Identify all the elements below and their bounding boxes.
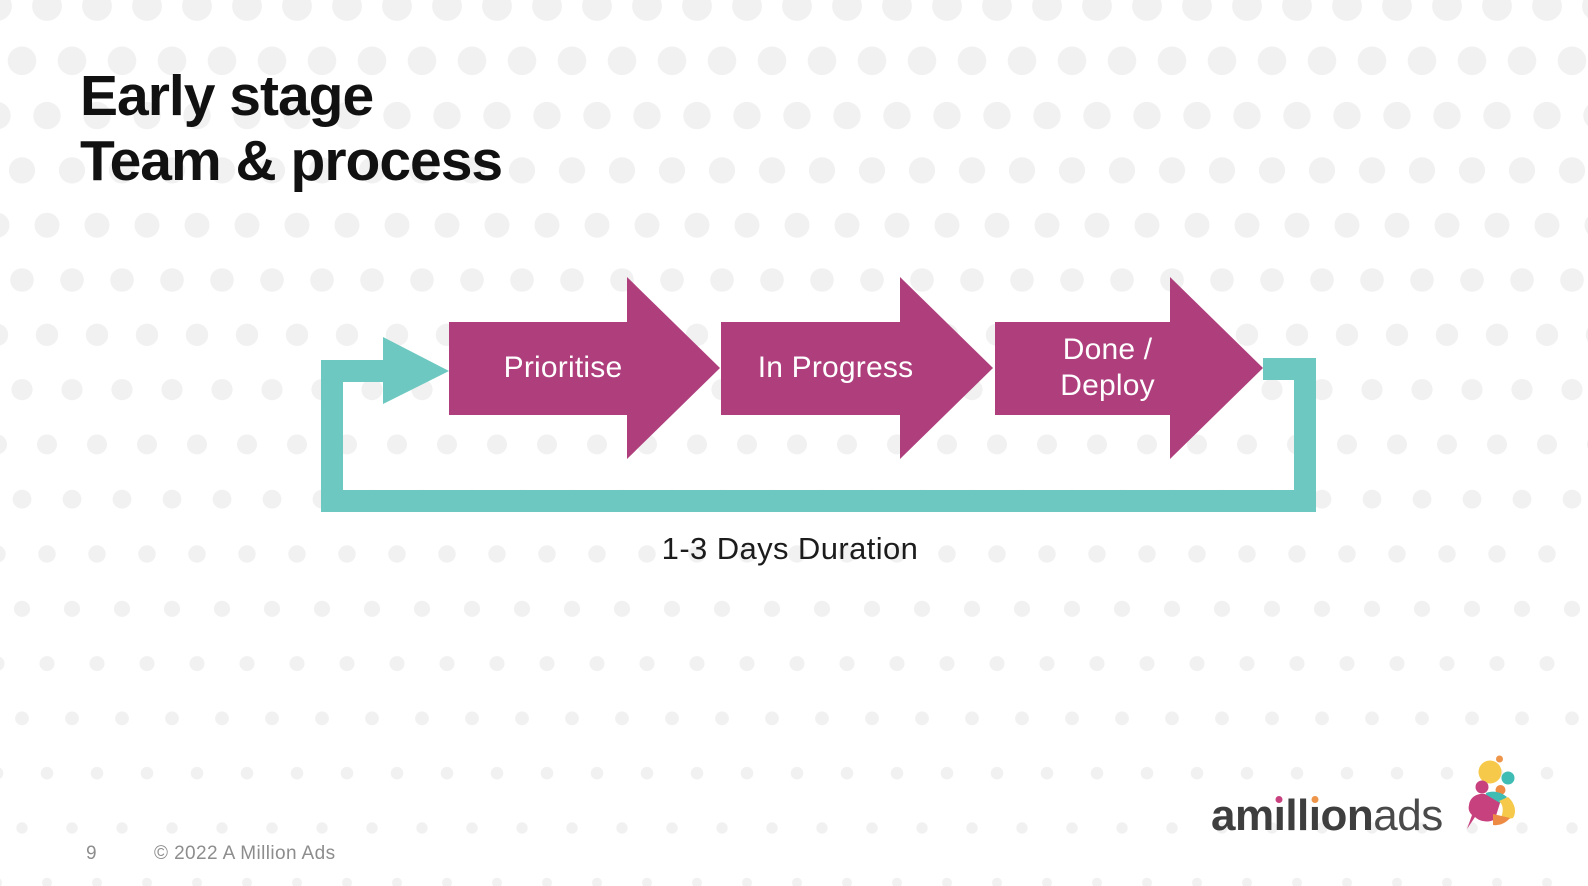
copyright-text: © 2022 A Million Ads — [154, 843, 336, 864]
loop-left-segment — [321, 360, 343, 512]
step-label-in-progress: In Progress — [757, 351, 914, 384]
logo-part-on: on — [1320, 791, 1374, 840]
logo-i2-dot-icon — [1311, 796, 1319, 803]
step-arrows — [449, 277, 1263, 459]
loop-stub-left — [321, 360, 385, 382]
step-label-done-deploy: Done / Deploy — [1060, 333, 1155, 402]
logo-part-ads: ads — [1373, 791, 1443, 840]
page-number: 9 — [86, 843, 97, 864]
logo-part-ll: ll — [1285, 791, 1309, 840]
step-arrow-3 — [995, 277, 1263, 459]
logo-i1: ı — [1273, 791, 1286, 840]
duration-label: 1-3 Days Duration — [661, 531, 919, 566]
step-arrow-1 — [449, 277, 720, 459]
step-label-prioritise: Prioritise — [503, 351, 623, 384]
logo-i1-dot-icon — [1275, 796, 1283, 803]
step-arrow-2 — [721, 277, 993, 459]
logo-i2: ı — [1308, 791, 1321, 840]
loop-arrowhead-icon — [383, 337, 449, 404]
loop-right-segment — [1294, 358, 1316, 512]
logo-part-am: am — [1211, 791, 1274, 840]
loop-stub-right — [1263, 358, 1316, 380]
logo-mark-icon — [1467, 755, 1516, 829]
loop-bottom-segment — [321, 490, 1316, 512]
feedback-loop — [321, 337, 1316, 512]
slide-title: Early stage Team & process — [80, 64, 503, 193]
